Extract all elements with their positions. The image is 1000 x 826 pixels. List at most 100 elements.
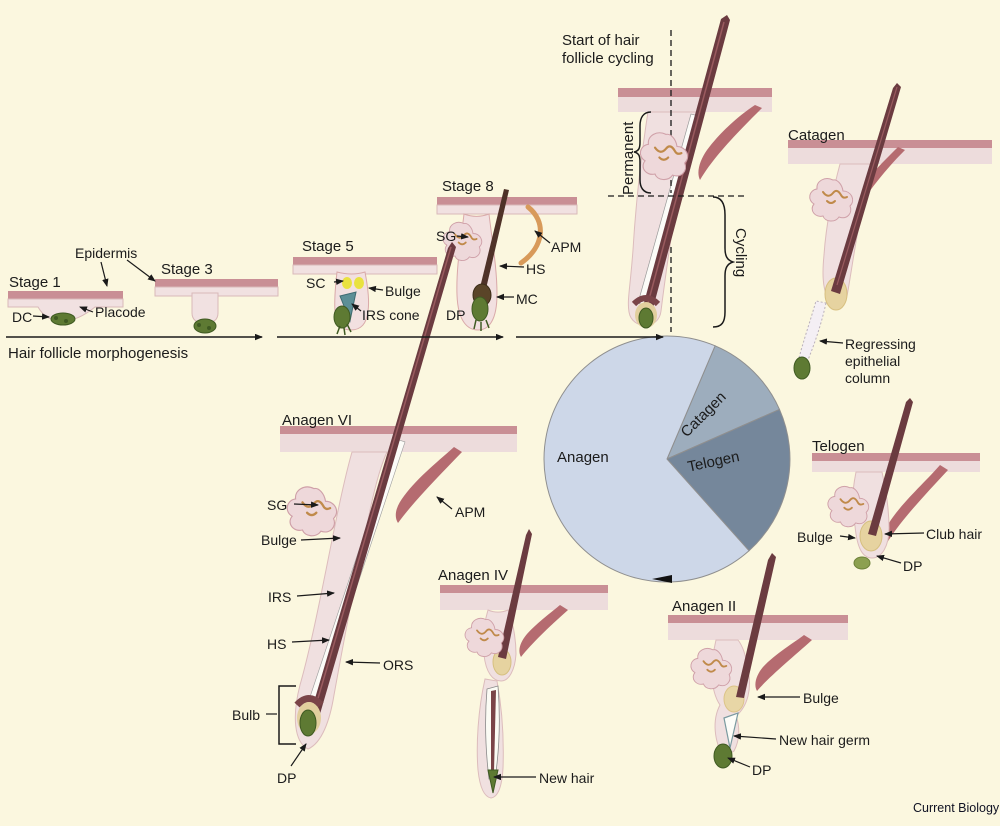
catagen-title: Catagen [788,127,845,144]
arrow-dp-tel [876,554,902,564]
arrow-bulge-tel [839,533,856,541]
stage3-title: Stage 3 [161,261,213,278]
dermal-papilla [471,296,489,322]
anagen4-title: Anagen IV [438,567,509,584]
permanent-region-label: Permanent [620,121,637,195]
arrow-ors-a6 [345,659,381,666]
apm-muscle [518,204,543,266]
arrow-bulge-s5 [368,285,384,293]
illustration-stage8 [436,189,578,331]
mc-stage8-label: MC [516,291,538,307]
sg-anagen6-label: SG [267,497,288,513]
hair-shaft [736,553,776,698]
cycling-brace [712,196,736,328]
illustration-anagen4-follicle [440,529,608,799]
arrow-hs-s8 [499,263,525,270]
permanent-brace [633,111,652,194]
arrow-sg-a6 [293,501,319,508]
new-hair-germ-label: New hair germ [779,732,871,748]
illustration-stage5 [292,257,438,336]
sg-stage8-label: SG [436,228,457,244]
hs-anagen6-label: HS [267,636,287,652]
apm-stage8-label: APM [551,239,582,255]
apm-muscle [885,465,948,543]
dp-anagen2-label: DP [752,762,772,778]
arrow-regressing [819,338,844,345]
dermal-papilla [333,305,351,329]
arrow-dp-a6 [290,743,307,767]
arrow-irs-a6 [296,590,335,597]
bulge-stage5-label: Bulge [385,283,421,299]
placode-label: Placode [95,304,146,320]
leader-arrows [32,230,925,781]
arrow-sc [333,278,344,285]
hs-stage8-label: HS [526,261,546,277]
dermal-papilla [299,709,317,737]
new-hair-germ-shape [723,712,739,749]
telogen-title: Telogen [812,438,865,455]
arrow-club-hair [884,530,925,538]
illustration-anagen2-follicle [668,553,848,769]
arrow-dp-a2 [727,757,751,768]
arrow-sg-s8 [456,233,469,240]
epidermis-label: Epidermis [75,245,138,261]
old-hair-shaft [498,529,532,659]
anagen2-title: Anagen II [672,598,737,615]
apm-muscle [755,635,812,691]
new-hair-label: New hair [539,770,595,786]
arrow-dc [32,313,50,320]
irs-label: IRS [268,589,292,605]
dermal-papilla [793,356,811,380]
arrow-bulge-a6 [300,535,341,542]
illustration-telogen-follicle [812,398,980,570]
pie-anagen-label: Anagen [557,449,609,466]
arrow-apm-a6 [436,496,453,510]
stage1-title: Stage 1 [9,274,61,291]
cycling-region-label: Cycling [732,228,749,278]
dp-telogen-label: DP [903,558,923,574]
arrow-epidermis-stage1 [100,261,109,287]
sc-label: SC [306,275,326,291]
dp-anagen6-label: DP [277,770,297,786]
sebaceous-gland [286,485,338,537]
arrow-irs-cone [351,303,362,312]
epidermis-band [440,585,608,593]
pie-slice-anagen [543,335,750,583]
stem-cell [342,277,352,289]
morphogenesis-axis-label: Hair follicle morphogenesis [8,345,189,362]
dc-label: DC [12,309,33,325]
irs-cone-label: IRS cone [362,307,420,323]
dermal-papilla [853,556,871,570]
dermal-condensate [193,318,217,334]
pie-slice-telogen [666,408,791,552]
stage8-title: Stage 8 [442,178,494,195]
epidermis-band [293,257,437,265]
illustration-stage3 [154,279,279,334]
anagen6-title: Anagen VI [282,412,353,429]
new-hair-shaft [491,690,496,772]
arrow-hs-a6 [291,637,330,644]
stem-cell [354,277,364,289]
hair-cycle-pie-chart [543,335,791,583]
braces [278,111,736,745]
epidermis-band [155,279,278,287]
cycle-direction-arrow [652,575,672,583]
club-hair-label: Club hair [926,526,983,542]
bulge-anagen2-label: Bulge [803,690,839,706]
arrow-apm-s8 [534,230,551,244]
stage5-title: Stage 5 [302,238,354,255]
illustration-catagen-follicle [788,83,992,380]
epidermis-band [437,197,577,205]
hair-shaft [868,398,913,536]
epidermis-band [618,88,772,97]
epidermis-band [8,291,123,299]
illustration-stage1 [7,291,124,326]
arrow-placode [79,306,94,313]
arrow-germ-a2 [733,733,777,740]
dermal-papilla [638,307,654,329]
bulge-telogen-label: Bulge [797,529,833,545]
epidermis-band [788,140,992,148]
bulge-anagen6-label: Bulge [261,532,297,548]
dermal-papilla [713,743,733,769]
apm-anagen6-label: APM [455,504,486,520]
